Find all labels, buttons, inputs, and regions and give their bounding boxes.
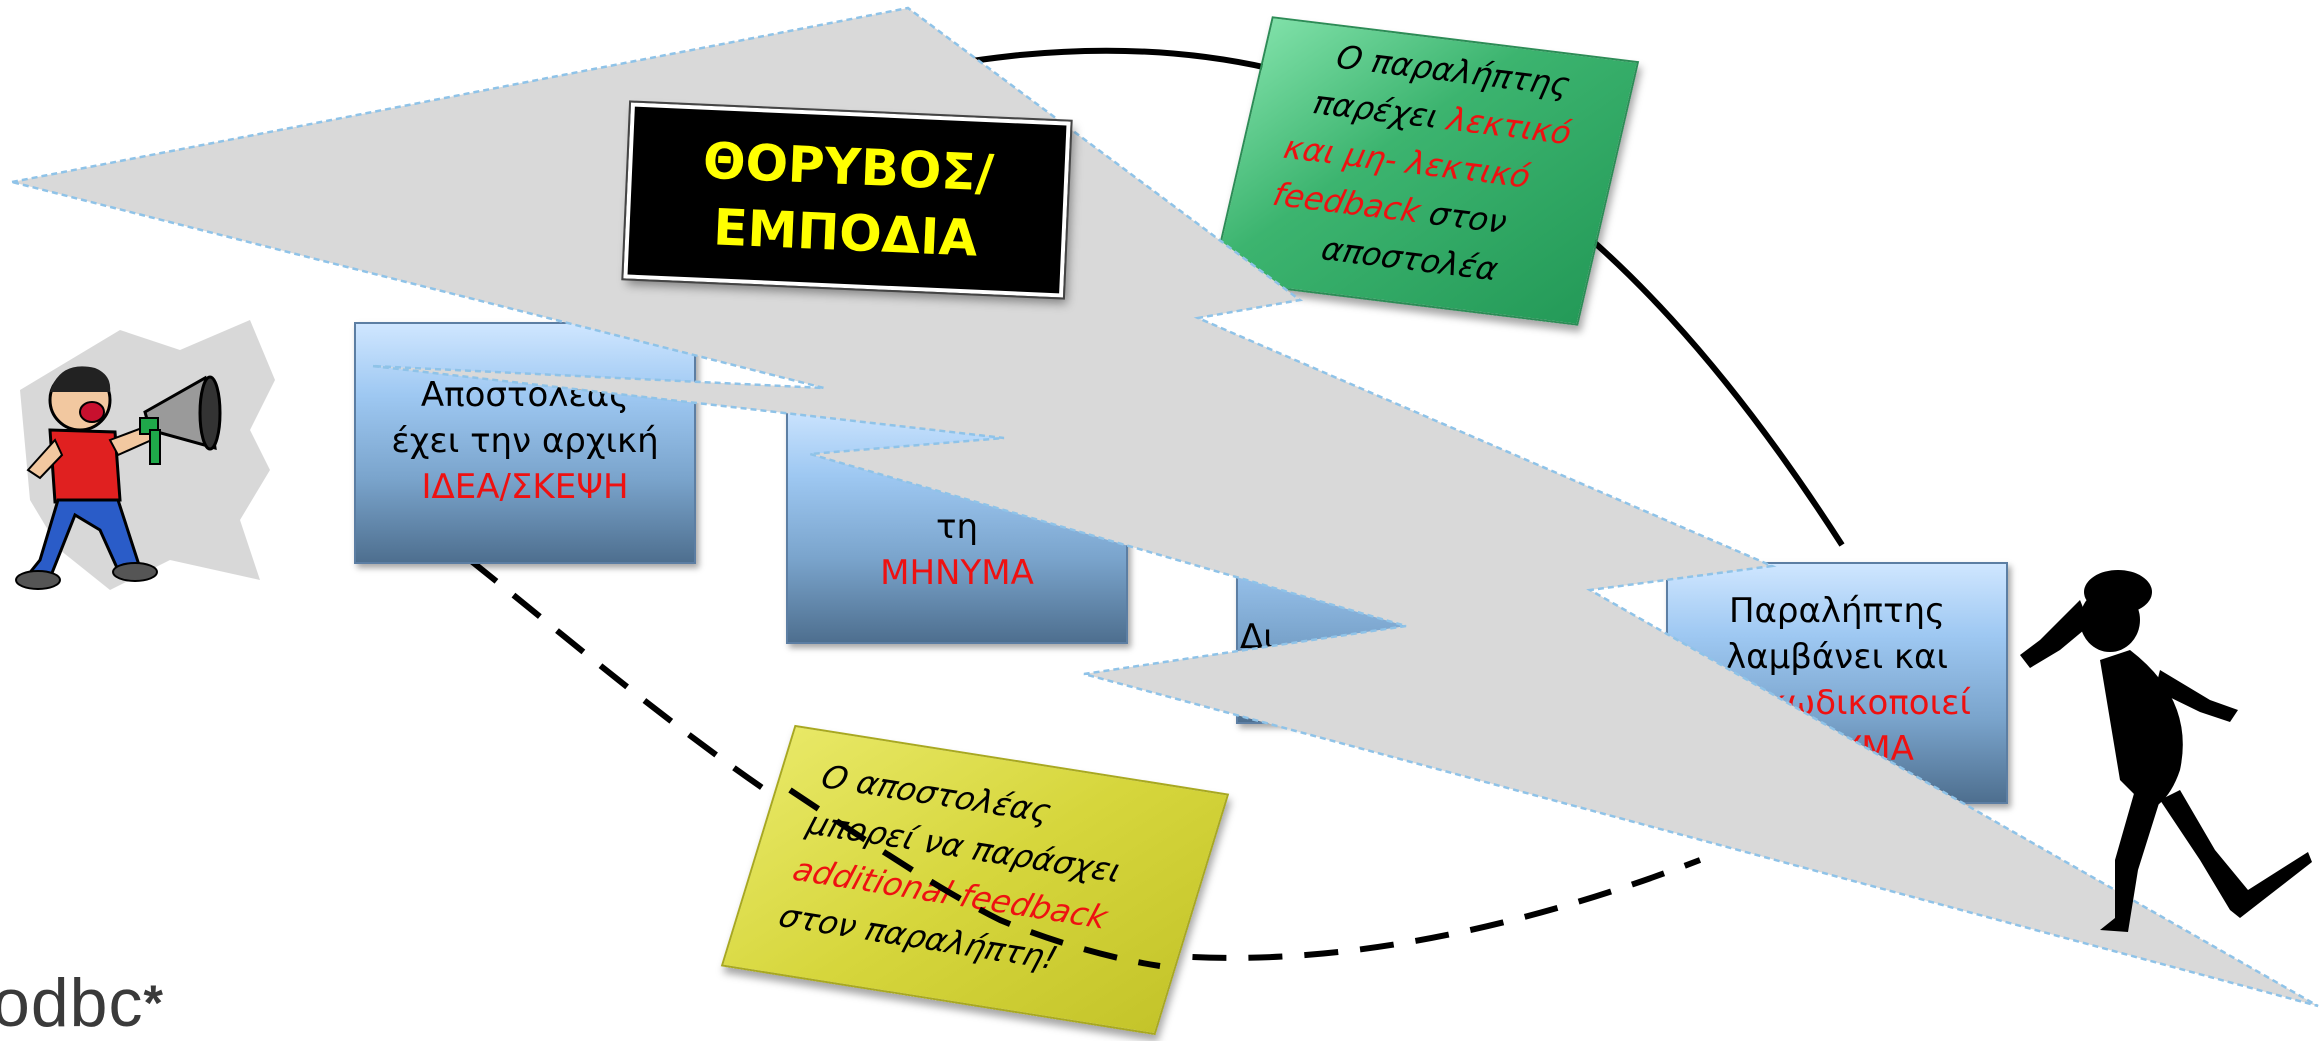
sender-box-highlight: ΙΔΕΑ/ΣΚΕΨΗ (421, 467, 629, 507)
receiver-hand-to-ear (2020, 600, 2090, 668)
sender-shoe-left (15, 570, 61, 590)
receiver-box-line2: λαμβάνει και (1726, 637, 1948, 677)
receiver-leg-right (2160, 790, 2312, 918)
sender-pointing-arm (26, 438, 64, 480)
sender-shirt (48, 428, 122, 504)
sender-hair (50, 366, 111, 392)
receiver-head (2080, 588, 2140, 652)
receiver-arm-right (2155, 670, 2238, 722)
receiver-body (2100, 650, 2183, 810)
sender-idea-box: Αποστολέας έχει την αρχική ΙΔΕΑ/ΣΚΕΨΗ (354, 322, 696, 564)
sender-box-line2: έχει την αρχική (391, 421, 659, 461)
encode-box-line2: τη (935, 507, 979, 547)
receiver-box-line1: Παραλήπτης (1728, 591, 1946, 631)
lightning-bolt-shape (11, 6, 2319, 1008)
sender-shoe-right (112, 562, 158, 582)
sender-mouth (79, 401, 105, 423)
odbc-logo: odbc* (0, 968, 164, 1038)
sender-legs (25, 498, 143, 580)
receiver-leg-left (2100, 790, 2160, 932)
megaphone-bell (198, 375, 222, 451)
logo-star: * (143, 975, 164, 1031)
additional-feedback-curve-overlay (788, 787, 1161, 969)
megaphone-grip (149, 429, 161, 465)
encode-box-highlight: ΜΗΝΥΜΑ (880, 553, 1034, 593)
logo-text: odbc (0, 965, 144, 1041)
